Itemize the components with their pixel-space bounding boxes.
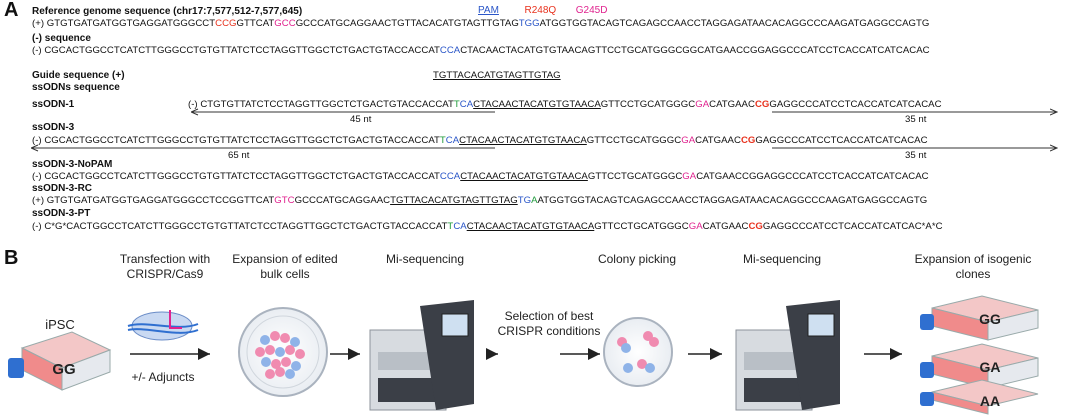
clone-2-genotype: GA (980, 359, 1001, 375)
pt-sequence: (-) C*G*CACTGGCCTCATCTTGGGCCTGTGTTATCTCC… (32, 221, 943, 232)
panel-a-letter: A (4, 0, 19, 21)
colony-icon (621, 343, 631, 353)
workflow-graphic: GG (8, 295, 1039, 415)
crispr-cas9-icon (127, 310, 199, 341)
step-selection: Selection of best CRISPR conditions (497, 309, 601, 338)
cell-icon (290, 337, 300, 347)
reference-title: Reference genome sequence (chr17:7,577,5… (32, 6, 303, 17)
cell-icon (255, 347, 265, 357)
clone-flask-2 (920, 343, 1039, 389)
ssodn1-right-length: 35 nt (905, 114, 927, 125)
clone-flask-1 (920, 295, 1039, 341)
cell-icon (270, 331, 280, 341)
ssodn-title: ssODNs sequence (32, 82, 120, 93)
cell-icon (291, 361, 301, 371)
cell-icon (281, 357, 291, 367)
colony-icon (623, 363, 633, 373)
guide-sequence: TGTTACACATGTAGTTGTAG (433, 70, 561, 81)
step-colony-picking: Colony picking (597, 252, 677, 266)
step-transfection: Transfection with CRISPR/Cas9 (119, 252, 211, 281)
cell-icon (285, 369, 295, 379)
cell-icon (275, 347, 285, 357)
legend-pam: PAM (478, 5, 499, 16)
cell-icon (275, 367, 285, 377)
annotation-arrows (0, 0, 1065, 240)
panel-b-letter: B (4, 247, 19, 269)
step-expansion-bulk: Expansion of edited bulk cells (232, 252, 338, 281)
sequencer-2-icon (735, 300, 840, 411)
adjuncts-label: +/- Adjuncts (131, 370, 195, 384)
cell-icon (280, 333, 290, 343)
colony-icon (637, 359, 647, 369)
colony-icon (645, 363, 655, 373)
cell-icon (260, 335, 270, 345)
step-miseq-1: Mi-sequencing (385, 252, 465, 266)
ipsc-flask (8, 331, 112, 391)
legend-r248q: R248Q (524, 5, 557, 16)
rc-sequence: (+) GTGTGATGATGGTGAGGATGGGCCTCCGGTTCATGT… (32, 195, 928, 206)
ssodn3-title: ssODN-3 (32, 122, 75, 133)
ipsc-label: iPSC (45, 317, 75, 332)
nopam-sequence: (-) CGCACTGGCCTCATCTTGGGCCTGTGTTATCTCCTA… (32, 171, 929, 182)
ssodn1-sequence: (-) CTGTGTTATCTCCTAGGTTGGCTCTGACTGTACCAC… (188, 99, 942, 110)
rc-title: ssODN-3-RC (32, 183, 93, 194)
cell-icon (285, 345, 295, 355)
cell-icon (265, 345, 275, 355)
ssodn1-left-length: 45 nt (350, 114, 372, 125)
legend-g245d: G245D (575, 5, 608, 16)
minus-sequence: (-) CGCACTGGCCTCATCTTGGGCCTGTGTTATCTCCTA… (32, 45, 930, 56)
ipsc-genotype: GG (52, 361, 75, 378)
clone-1-genotype: GG (979, 311, 1001, 327)
bulk-cells-dish (238, 307, 328, 397)
flask-cap-icon (8, 358, 24, 378)
ssodn3-right-length: 35 nt (905, 150, 927, 161)
clone-3-genotype: AA (980, 393, 1000, 409)
clone-flask-3 (920, 379, 1039, 415)
minus-sequence-title: (-) sequence (32, 33, 91, 44)
ssodn1-title: ssODN-1 (32, 99, 75, 110)
colony-icon (649, 337, 659, 347)
cell-icon (265, 369, 275, 379)
cell-icon (271, 359, 281, 369)
step-miseq-2: Mi-sequencing (742, 252, 822, 266)
sequencer-1-icon (369, 300, 474, 411)
legend: PAM R248Q G245D (478, 5, 607, 16)
cell-icon (261, 357, 271, 367)
ssodn3-sequence: (-) CGCACTGGCCTCATCTTGGGCCTGTGTTATCTCCTA… (32, 135, 928, 146)
ssodn3-left-length: 65 nt (228, 150, 250, 161)
guide-title: Guide sequence (+) (32, 70, 125, 81)
colony-dish (603, 317, 673, 387)
pt-title: ssODN-3-PT (32, 208, 91, 219)
nopam-title: ssODN-3-NoPAM (32, 159, 113, 170)
reference-plus-sequence: (+) GTGTGATGATGGTGAGGATGGGCCTCCGGTTCATGC… (32, 18, 930, 29)
cell-icon (295, 349, 305, 359)
step-expansion-iso: Expansion of isogenic clones (914, 252, 1032, 281)
